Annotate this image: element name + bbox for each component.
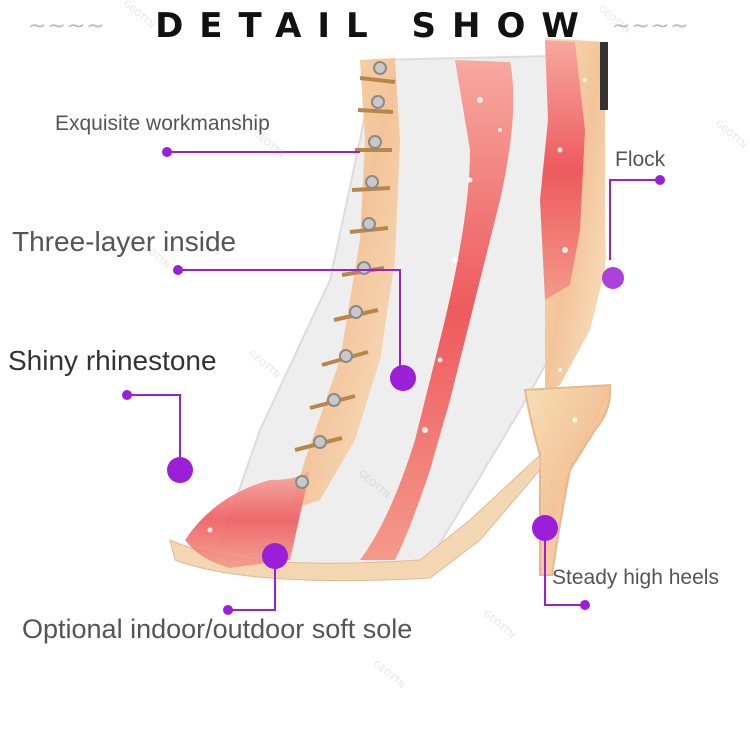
right-stripe <box>540 40 585 300</box>
toe-strap <box>185 470 310 568</box>
label-sole: Optional indoor/outdoor soft sole <box>22 614 413 644</box>
label-flock: Flock <box>615 148 666 171</box>
label-three-layer: Three-layer inside <box>12 226 237 257</box>
label-workmanship: Exquisite workmanship <box>55 112 270 135</box>
page-title: DETAIL SHOW <box>155 6 595 46</box>
zipper <box>600 42 608 110</box>
label-rhinestone: Shiny rhinestone <box>8 345 217 376</box>
center-stripe <box>360 60 514 560</box>
lace-panel <box>290 58 400 510</box>
eyelets <box>295 61 387 489</box>
stars <box>207 78 587 533</box>
right-decoration: ~~~~ <box>612 14 690 39</box>
left-decoration: ~~~~ <box>28 14 106 39</box>
label-heels: Steady high heels <box>552 566 719 589</box>
